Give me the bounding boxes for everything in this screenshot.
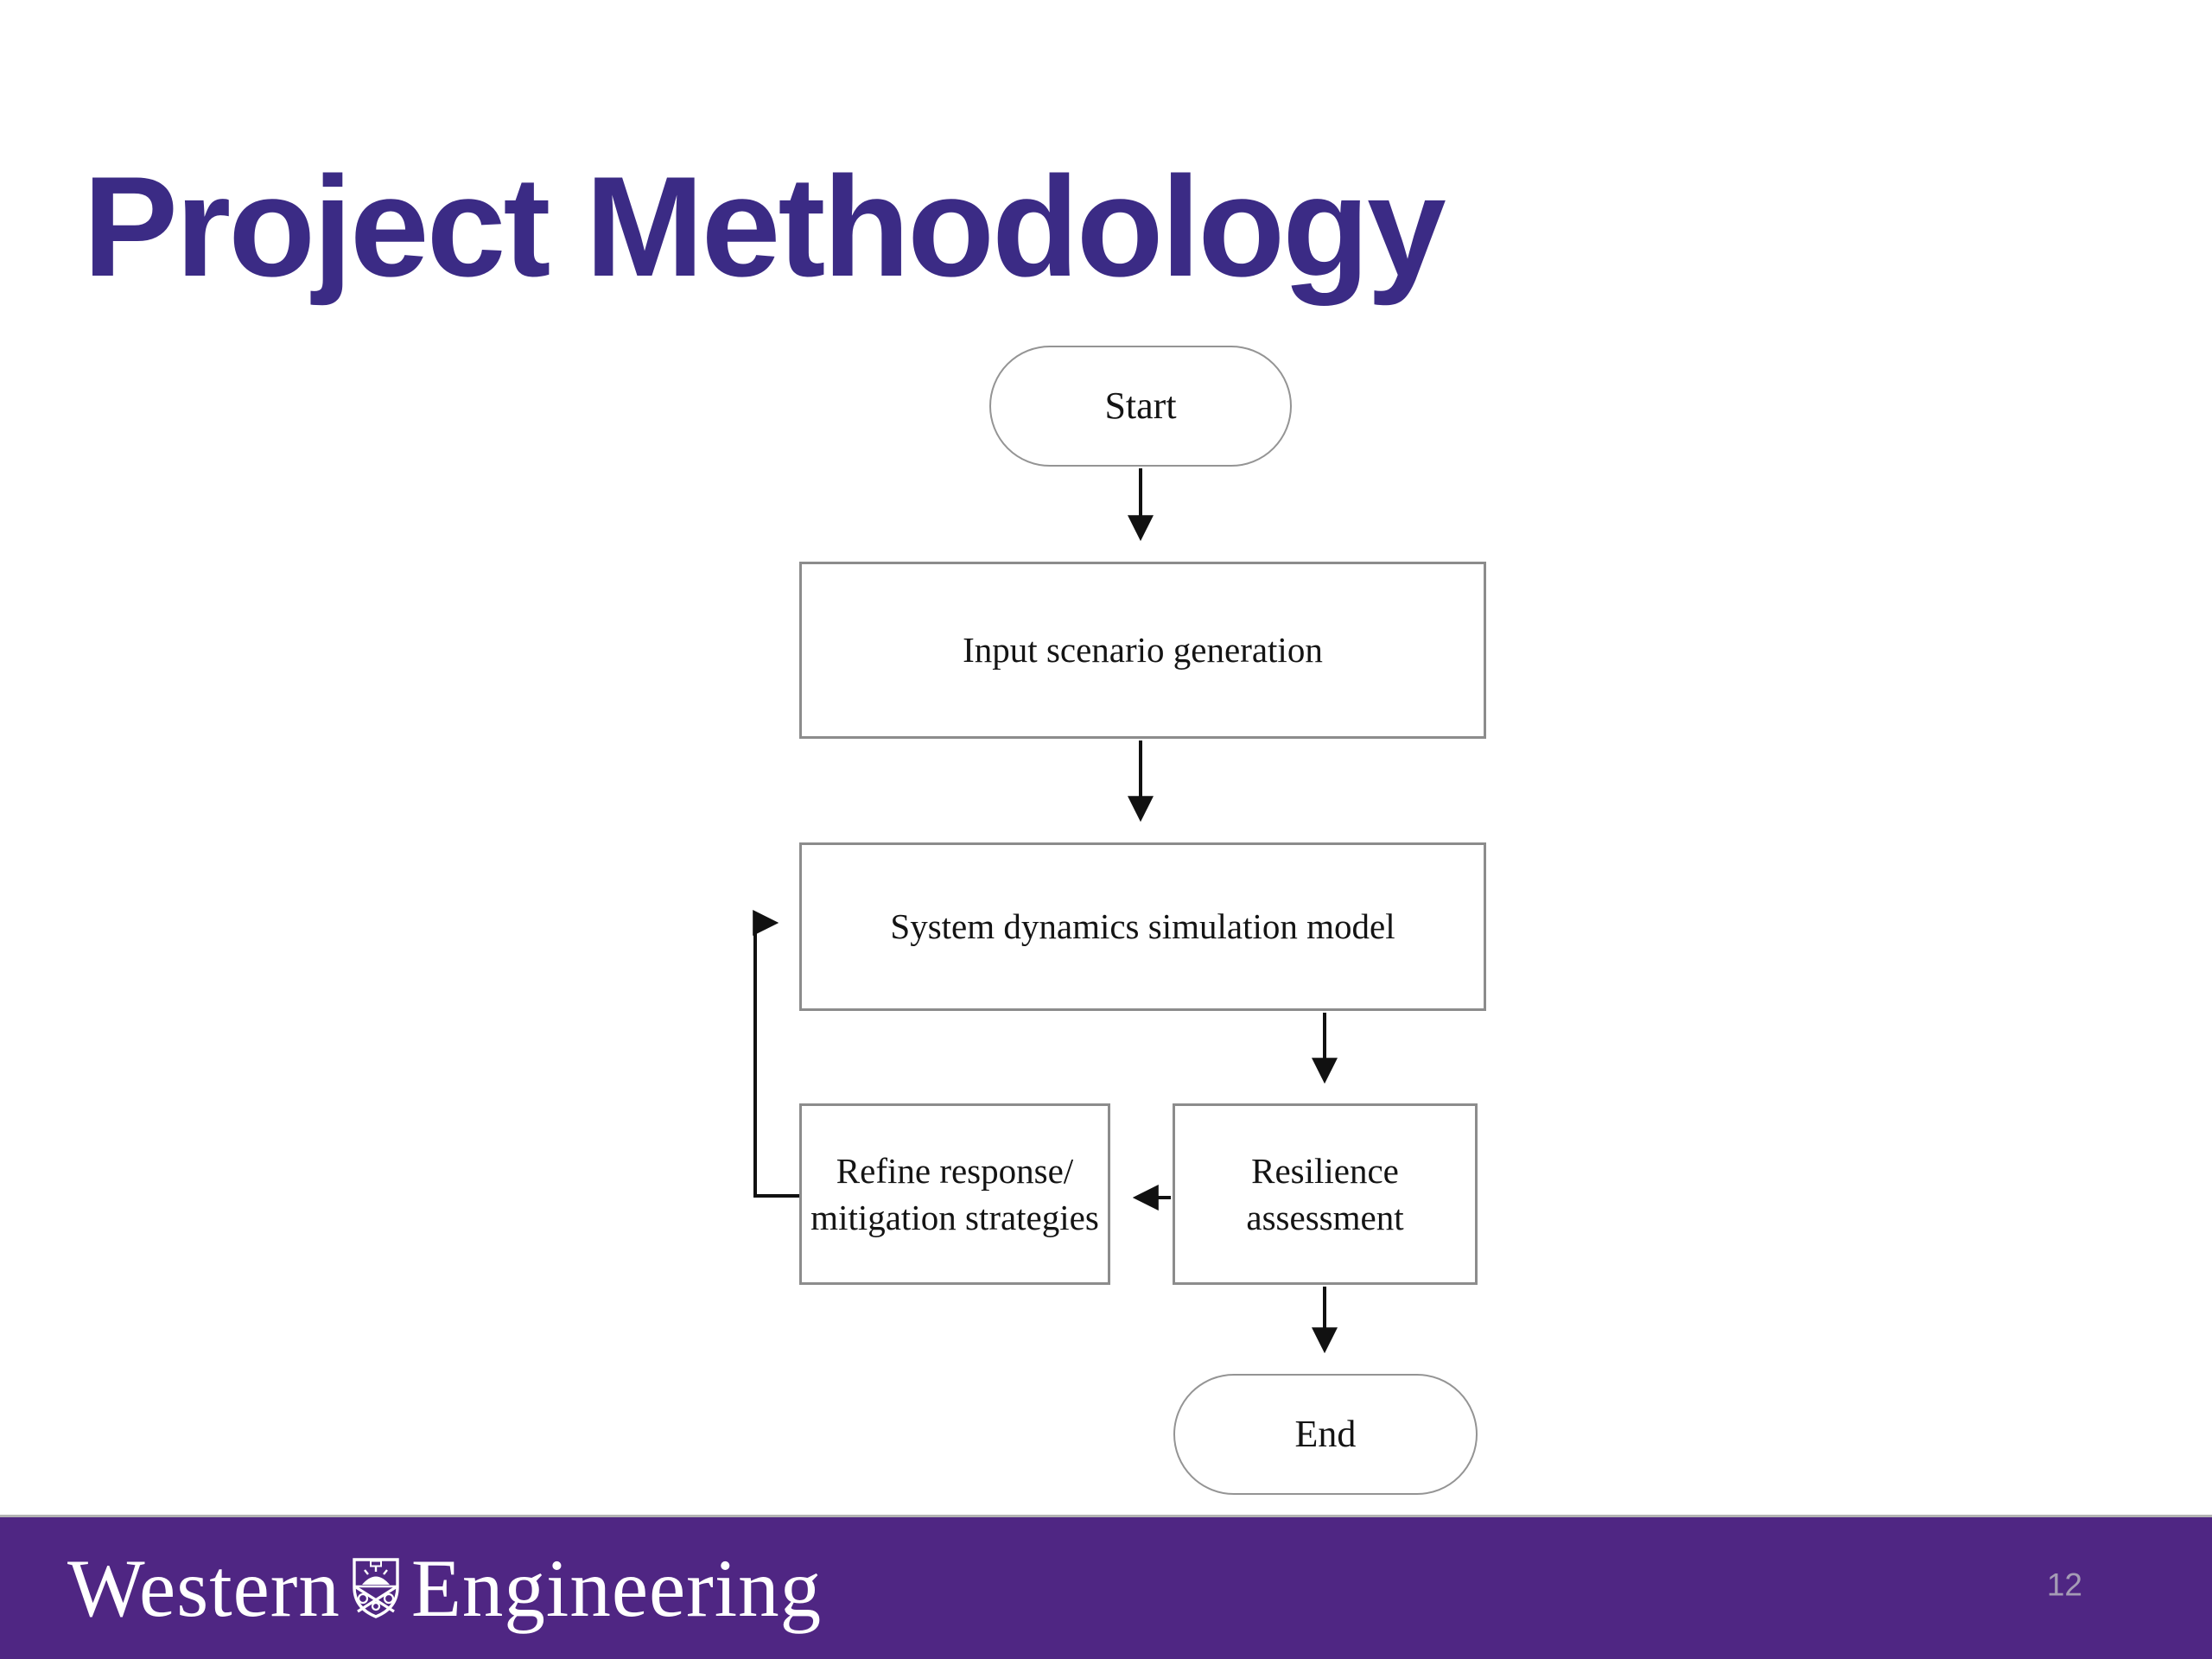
flow-node-input-label: Input scenario generation	[963, 630, 1323, 671]
page-title: Project Methodology	[83, 147, 1446, 306]
flow-node-resilience-label: Resilience assessment	[1246, 1150, 1404, 1237]
western-engineering-logo: Western Engineering	[67, 1517, 822, 1659]
footer-bar: Western Engineering 12	[0, 1515, 2212, 1659]
flow-node-refine-strategies: Refine response/ mitigation strategies	[799, 1103, 1110, 1285]
flow-node-resilience-assessment: Resilience assessment	[1173, 1103, 1478, 1285]
flow-node-end: End	[1173, 1374, 1478, 1495]
flow-node-start-label: Start	[1104, 384, 1177, 427]
flow-node-system-dynamics: System dynamics simulation model	[799, 842, 1486, 1011]
flow-node-end-label: End	[1294, 1412, 1357, 1455]
flow-node-refine-label: Refine response/ mitigation strategies	[810, 1150, 1099, 1237]
flow-node-start: Start	[989, 346, 1292, 467]
logo-engineering-text: Engineering	[410, 1542, 823, 1634]
flow-node-input-scenario: Input scenario generation	[799, 562, 1486, 739]
page-number: 12	[2046, 1567, 2082, 1603]
flow-node-system-label: System dynamics simulation model	[890, 906, 1395, 947]
arrow-refine-loop-to-system	[753, 910, 799, 1198]
logo-western-text: Western	[67, 1542, 340, 1634]
university-shield-icon	[353, 1558, 399, 1618]
